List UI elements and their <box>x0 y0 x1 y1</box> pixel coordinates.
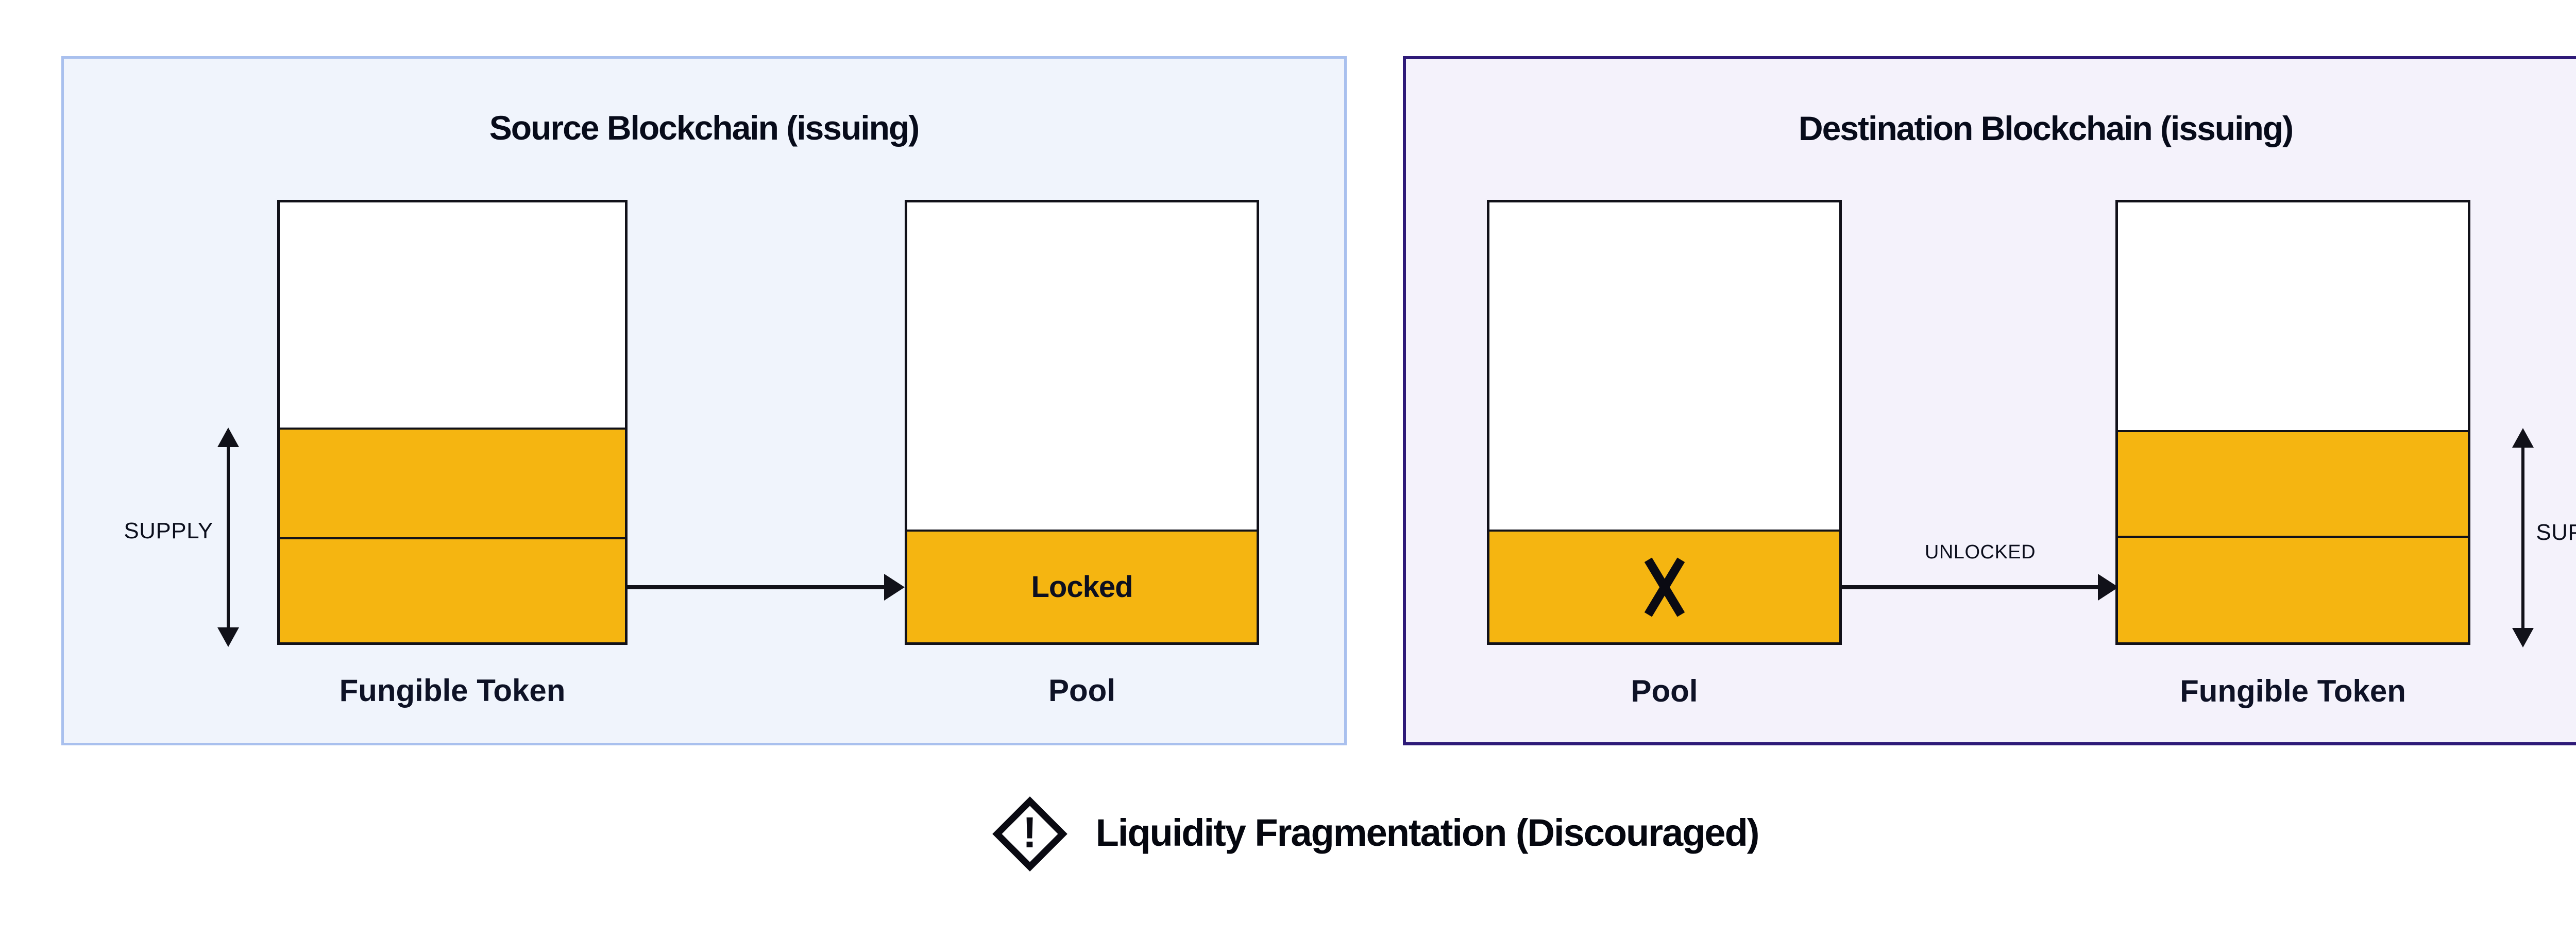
arrow-line <box>227 443 230 632</box>
destination-fungible-token-box <box>2115 200 2470 645</box>
source-pool-label: Pool <box>1048 673 1115 708</box>
caption-text: Liquidity Fragmentation (Discouraged) <box>1095 811 1760 854</box>
destination-pool-fill <box>1489 530 1839 642</box>
source-pool-box: Locked <box>905 200 1259 645</box>
source-panel-title: Source Blockchain (issuing) <box>489 109 920 147</box>
lock-arrow-icon <box>628 574 905 601</box>
caption-row: ! Liquidity Fragmentation (Discouraged) <box>0 795 2576 873</box>
source-fungible-token-box <box>277 200 628 645</box>
arrow-right-head-icon <box>884 574 905 601</box>
destination-panel-title: Destination Blockchain (issuing) <box>1798 109 2294 147</box>
warning-diamond-icon: ! <box>991 795 1069 873</box>
arrow-down-head-icon <box>217 627 239 647</box>
destination-supply-double-arrow-icon <box>2512 428 2534 647</box>
destination-blockchain-panel: Destination Blockchain (issuing) UNLOCKE… <box>1403 56 2576 745</box>
source-fungible-token-label: Fungible Token <box>339 673 566 708</box>
arrow-down-head-icon <box>2512 628 2534 647</box>
destination-pool-box <box>1487 200 1842 645</box>
destination-pool-label: Pool <box>1631 674 1698 708</box>
unlocked-label: UNLOCKED <box>1924 541 2036 563</box>
arrow-shaft <box>1842 585 2100 589</box>
exclamation-glyph: ! <box>1022 808 1037 857</box>
source-pool-locked-fill: Locked <box>907 530 1257 642</box>
destination-fungible-token-label: Fungible Token <box>2180 674 2406 708</box>
source-supply-label: SUPPLY <box>124 518 213 543</box>
source-blockchain-panel: Source Blockchain (issuing) SUPPLY Locke… <box>61 56 1347 745</box>
cross-icon <box>1639 555 1690 619</box>
arrow-right-head-icon <box>2098 574 2119 601</box>
destination-token-fill-divider <box>2118 536 2468 538</box>
source-token-fill-divider <box>280 537 625 539</box>
destination-supply-label: SUPPLY <box>2536 520 2576 545</box>
unlock-arrow-icon <box>1842 574 2119 601</box>
arrow-shaft <box>628 585 886 589</box>
destination-token-supply-fill <box>2118 430 2468 642</box>
locked-label: Locked <box>1031 570 1133 604</box>
source-token-supply-fill <box>280 428 625 642</box>
arrow-line <box>2521 444 2524 632</box>
source-supply-double-arrow-icon <box>217 428 240 647</box>
